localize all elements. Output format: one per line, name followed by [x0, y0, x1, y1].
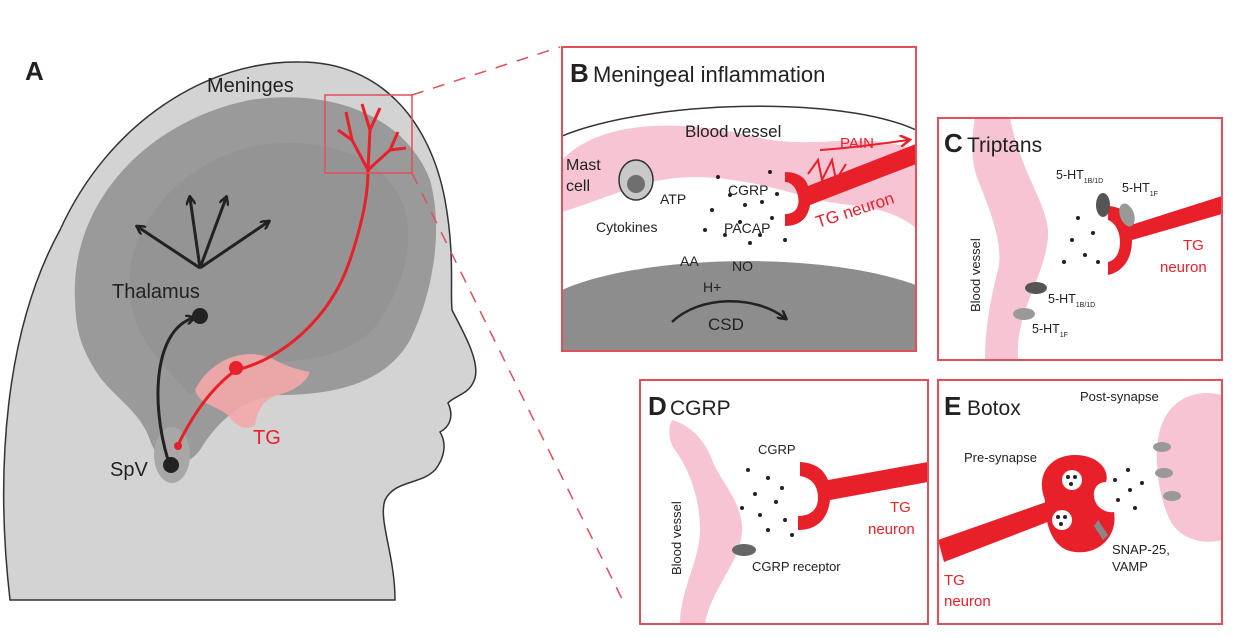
atp-label: ATP: [660, 191, 686, 207]
zoom-line-bottom: [411, 172, 626, 606]
receptor-label-4: 5-HT1F: [1032, 322, 1068, 339]
panel-d-title: CGRP: [670, 397, 731, 420]
tg-neuron-c: [1108, 196, 1222, 275]
thalamus-projections: [138, 198, 268, 461]
blood-vessel-label-c: Blood vessel: [968, 238, 983, 312]
blood-vessel-b: [562, 125, 916, 228]
pre-synapse-label: Pre-synapse: [964, 450, 1037, 465]
receptor-c-1b1d-neuron: [1096, 193, 1110, 217]
receptor-label-3: 5-HT1B/1D: [1048, 292, 1095, 309]
post-receptor-1: [1153, 442, 1171, 452]
vesicle-contents: [1056, 475, 1077, 526]
tg-label-c: TG: [1183, 237, 1204, 254]
tg-axon-e: [938, 500, 1058, 562]
meninges-label: Meninges: [207, 75, 294, 97]
panel-a: A Meninges Thalamus SpV TG: [3, 46, 626, 606]
receptor-label-2: 5-HT1F: [1122, 181, 1158, 198]
spv-label: SpV: [110, 459, 148, 481]
post-receptor-2: [1155, 468, 1173, 478]
receptor-label-1: 5-HT1B/1D: [1056, 168, 1103, 185]
receptor-c-1f-vessel: [1013, 308, 1035, 320]
brain-inner-shade: [128, 142, 409, 395]
neuron-label-e: neuron: [944, 593, 991, 610]
aa-label: AA: [680, 253, 699, 269]
pain-spikes: [807, 156, 847, 184]
zoom-line-top: [411, 46, 561, 96]
panel-e-border: [937, 379, 1223, 625]
panel-b-border: [561, 46, 917, 352]
blood-vessel-label-d: Blood vessel: [669, 501, 684, 575]
tg-neuron-terminal: [174, 442, 182, 450]
tg-neuron-d: [798, 462, 928, 530]
hplus-label: H+: [703, 279, 721, 295]
panel-b-letter: B: [570, 58, 589, 88]
cgrp-dots-d: [740, 468, 794, 537]
meninges-zoom-box: [324, 94, 413, 174]
cytokines-label: Cytokines: [596, 219, 657, 235]
snap25-label: SNAP-25,: [1112, 542, 1170, 557]
vesicle-1: [1062, 470, 1082, 490]
blood-vessel-d: [669, 420, 743, 624]
post-synapse-label: Post-synapse: [1080, 389, 1159, 404]
tg-label-e: TG: [944, 572, 965, 589]
panel-c: C Triptans Blood vessel 5-HT1B/1D 5-HT1F…: [937, 117, 1223, 361]
csd-label: CSD: [708, 315, 744, 334]
thalamus-dot: [192, 308, 208, 324]
tg-neuron-pathway: [176, 103, 407, 446]
panel-d: D CGRP Blood vessel CGRP CGRP receptor T…: [639, 379, 929, 625]
tg-label: TG: [253, 427, 281, 449]
botox-dots: [1113, 468, 1144, 510]
spv-dot: [163, 457, 179, 473]
tg-neuron-b: [785, 144, 916, 226]
panel-b-title: Meningeal inflammation: [593, 62, 825, 87]
panel-e: E Botox Post-synapse Pre-synapse SNAP-25…: [937, 379, 1223, 625]
panel-e-title: Botox: [967, 397, 1021, 420]
receptor-c-1b1d-vessel: [1025, 282, 1047, 294]
panel-d-letter: D: [648, 391, 667, 421]
triptan-dots: [1062, 216, 1100, 264]
vamp-label: VAMP: [1112, 559, 1148, 574]
mast-cell-nucleus: [627, 175, 645, 193]
mast-label: Mast: [566, 157, 601, 174]
cgrp-receptor-shape: [732, 544, 756, 556]
peptide-dots-b: [703, 170, 787, 245]
blood-vessel-c: [972, 118, 1049, 360]
snare-complex: [1094, 520, 1108, 540]
pain-label: PAIN: [840, 135, 874, 152]
panel-c-letter: C: [944, 128, 963, 158]
tg-neuron-soma: [229, 361, 243, 375]
cell-label: cell: [566, 178, 590, 195]
cgrp-receptor-label: CGRP receptor: [752, 559, 841, 574]
post-receptor-3: [1163, 491, 1181, 501]
neuron-label-d: neuron: [868, 521, 915, 538]
brainstem-shade: [154, 427, 190, 483]
csd-arrow: [671, 300, 785, 323]
neuron-label-c: neuron: [1160, 259, 1207, 276]
panel-c-title: Triptans: [967, 134, 1042, 157]
blood-vessel-label-b: Blood vessel: [685, 122, 781, 141]
pacap-label: PACAP: [724, 220, 770, 236]
tg-label-d: TG: [890, 499, 911, 516]
tg-ganglion: [195, 354, 310, 428]
cgrp-label-b: CGRP: [728, 182, 768, 198]
post-synapse-shape: [1156, 393, 1222, 542]
cortex-gray: [562, 261, 916, 351]
receptor-c-1f-neuron: [1119, 203, 1135, 227]
panel-c-border: [937, 117, 1223, 361]
cgrp-label-d: CGRP: [758, 442, 796, 457]
panel-b: B Meningeal inflammation Blood vessel Ma…: [561, 46, 917, 352]
skull-arc: [562, 105, 916, 137]
no-label: NO: [732, 258, 753, 274]
vesicle-2: [1052, 510, 1072, 530]
panel-e-letter: E: [944, 391, 961, 421]
thalamus-label: Thalamus: [112, 281, 200, 303]
panel-a-letter: A: [25, 56, 44, 86]
panel-d-border: [639, 379, 929, 625]
pain-arrow: [819, 140, 908, 151]
